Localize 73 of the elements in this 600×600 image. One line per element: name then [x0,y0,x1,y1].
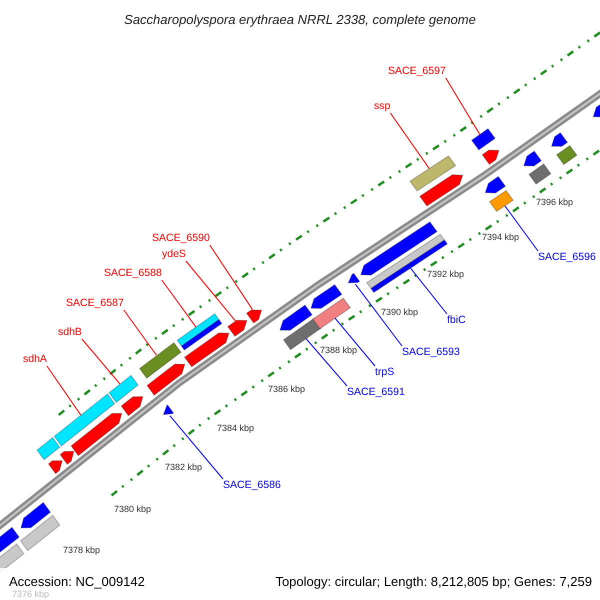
pointed-gene-block [184,332,230,368]
scale-label: 7394 kbp [482,232,520,243]
leader-line [46,366,82,416]
pointed-gene-block [146,364,186,396]
pointed-gene-block [348,272,360,284]
leader-line [161,280,196,328]
scale-label: 7378 kbp [63,545,100,556]
pointed-gene-block [246,309,262,324]
gene-block [488,190,514,212]
genome-summary-text: Topology: circular; Length: 8,212,805 bp; Genes: 7,259 [274,574,592,589]
gene-label: sdhB [58,326,82,339]
gene-label: fbiC [447,314,466,327]
pointed-gene-block [482,150,500,166]
leader-line [209,244,253,310]
leader-line [354,284,402,346]
gene-block [282,317,322,350]
gene-block [556,144,578,166]
pointed-gene-block [550,132,568,147]
gene-label: sdhA [23,353,47,366]
gene-label: SACE_6591 [347,386,405,399]
scale-label: 7388 kbp [320,345,358,356]
pointed-gene-block [484,176,506,194]
gene-block [366,234,448,294]
leader-line [306,338,348,386]
pointed-gene-block [279,304,313,331]
gene-block [138,342,182,379]
gene-label: SACE_6593 [402,346,460,359]
leader-line [410,268,448,314]
pointed-gene-block [70,412,122,456]
gene-block [108,374,139,404]
scale-label: 7396 kbp [536,197,574,208]
scale-label: 7382 kbp [165,462,202,473]
leader-line [185,260,236,322]
gene-label: SACE_6597 [388,65,446,78]
pointed-gene-block [523,150,542,166]
gene-label: ydeS [162,248,186,261]
gene-label: trpS [375,366,394,379]
pointed-gene-block [419,174,464,207]
pointed-gene-block [227,320,248,337]
gene-label: ssp [374,100,390,113]
gene-block [312,297,352,330]
map-title: Saccharopolyspora erythraea NRRL 2338, complete genome [123,11,477,29]
gene-block [471,128,496,151]
scale-label: 7380 kbp [114,504,152,515]
gene-block [54,393,116,447]
accession-text: Accession: NC_009142 [9,574,145,589]
gene-label: SACE_6588 [104,267,162,280]
gene-block [528,163,552,185]
pointed-gene-block [162,404,174,416]
leader-line [123,310,157,356]
gene-block [409,155,456,192]
gene-block [36,436,60,460]
scale-label: 7390 kbp [381,307,418,318]
gene-label: SACE_6587 [66,297,124,310]
gene-block [176,313,222,351]
scale-label: 7386 kbp [268,384,306,395]
pointed-gene-block [20,502,52,528]
leader-line [334,318,376,366]
leader-line [169,415,224,480]
pointed-gene-block [310,284,342,309]
leader-line [81,338,121,385]
scale-label: 7376 kbp [12,589,50,599]
leader-line [504,205,538,252]
pointed-gene-block [60,450,75,466]
leader-line [445,78,480,135]
scale-label: 7384 kbp [217,423,254,434]
gene-label: SACE_6590 [152,232,210,245]
pointed-gene-block [120,396,144,416]
gene-block [20,514,60,552]
gene-label: SACE_6586 [223,479,281,492]
gene-label: SACE_6596 [538,251,596,264]
leader-line [390,112,430,170]
scale-label: 7392 kbp [427,269,464,280]
